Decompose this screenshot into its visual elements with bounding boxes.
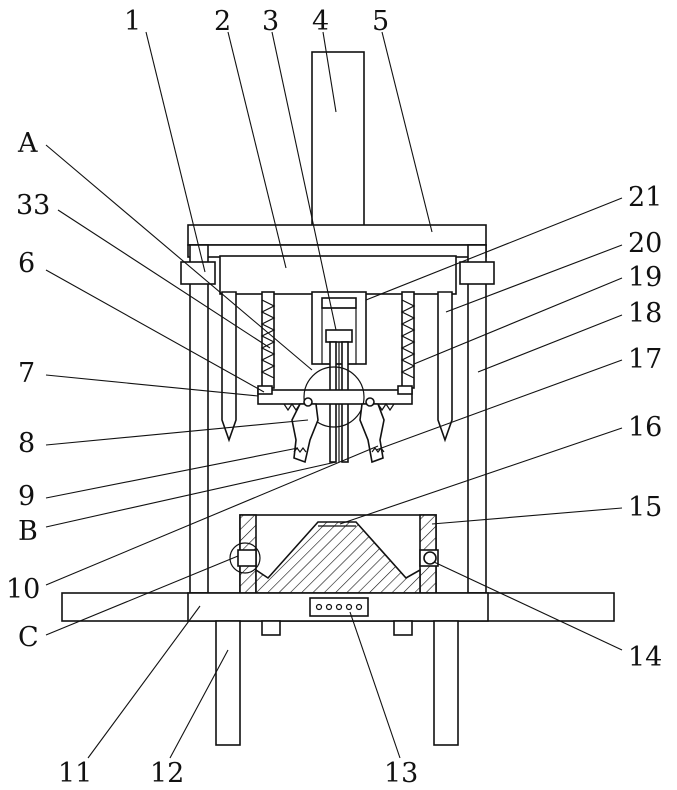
label-16: 16 — [628, 412, 662, 443]
control-panel — [310, 598, 368, 616]
moving-plate — [220, 256, 456, 294]
label-15: 15 — [628, 492, 662, 523]
label-13: 13 — [384, 758, 418, 789]
right-jaw — [360, 404, 384, 462]
label-4: 4 — [312, 6, 329, 37]
piston-block — [326, 330, 352, 342]
label-7: 7 — [18, 358, 35, 389]
label-3: 3 — [262, 6, 279, 37]
cylinder-cap — [322, 298, 356, 308]
left-foot-pad — [262, 621, 280, 635]
right-column — [468, 245, 486, 593]
left-guide-rod — [222, 292, 236, 440]
label-5: 5 — [372, 6, 389, 37]
label-19: 19 — [628, 262, 662, 293]
label-1: 1 — [124, 6, 141, 37]
top-plate-lower-band — [188, 245, 486, 257]
label-6: 6 — [18, 248, 35, 279]
label-c: C — [18, 622, 39, 653]
right-guide-block — [460, 262, 494, 284]
right-jaw-pivot — [366, 398, 374, 406]
label-14: 14 — [628, 642, 662, 673]
label-12: 12 — [150, 758, 184, 789]
right-guide-rod — [438, 292, 452, 440]
label-21: 21 — [628, 182, 662, 213]
right-leg — [434, 621, 458, 745]
label-2: 2 — [214, 6, 231, 37]
left-clamp — [238, 550, 256, 566]
top-plate — [188, 225, 486, 245]
label-9: 9 — [18, 481, 35, 512]
label-8: 8 — [18, 428, 35, 459]
label-20: 20 — [628, 228, 662, 259]
left-jaw-pivot — [304, 398, 312, 406]
left-leg — [216, 621, 240, 745]
press-plate — [258, 390, 412, 404]
label-a: A — [17, 128, 38, 159]
press-plate-right-bracket — [398, 386, 412, 394]
label-33: 33 — [16, 190, 50, 221]
label-17: 17 — [628, 344, 662, 375]
label-18: 18 — [628, 298, 662, 329]
actuator-rod — [312, 52, 364, 226]
right-foot-pad — [394, 621, 412, 635]
left-jaw — [292, 404, 318, 462]
label-10: 10 — [6, 574, 40, 605]
label-b: B — [18, 516, 38, 547]
label-11: 11 — [58, 758, 92, 789]
